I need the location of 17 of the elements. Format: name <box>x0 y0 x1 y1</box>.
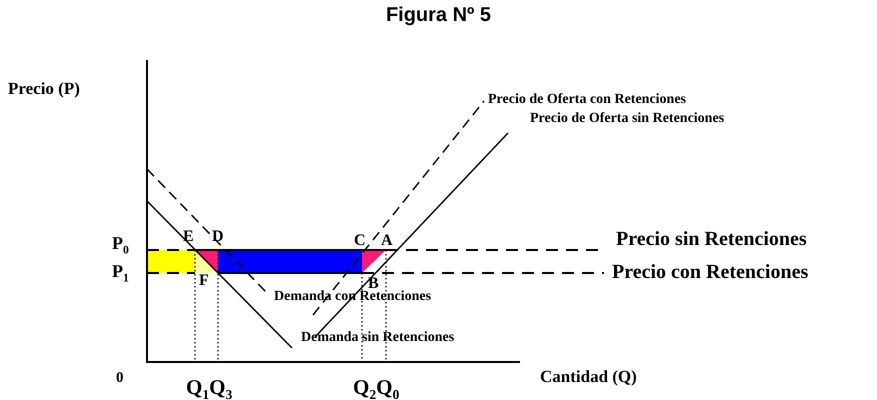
axis-label: Precio (P) <box>8 80 80 99</box>
axis-label: Q$_{1}$Q$_{3}$ <box>186 376 232 400</box>
axis-label: Precio con Retenciones <box>612 261 808 283</box>
axis-label: C <box>354 232 366 250</box>
axis-label: P$_{1}$ <box>112 262 129 286</box>
axis-label: Cantidad (Q) <box>540 368 637 387</box>
axis-label: Demanda sin Retenciones <box>301 330 454 346</box>
axis-label: Precio de Oferta sin Retenciones <box>530 111 724 126</box>
axis-label: A <box>381 232 393 250</box>
axis-label: 0 <box>116 370 124 386</box>
axis-label: F <box>199 272 209 290</box>
axis-label: Precio de Oferta con Retenciones <box>488 92 686 108</box>
axis-label: P$_{0}$ <box>112 234 129 258</box>
axis-label: Precio sin Retenciones <box>616 228 807 250</box>
axis-label: B <box>368 275 379 292</box>
figure-title: Figura Nº 5 <box>384 4 492 27</box>
axis-label: Q$_{2}$Q$_{0}$ <box>353 376 400 400</box>
